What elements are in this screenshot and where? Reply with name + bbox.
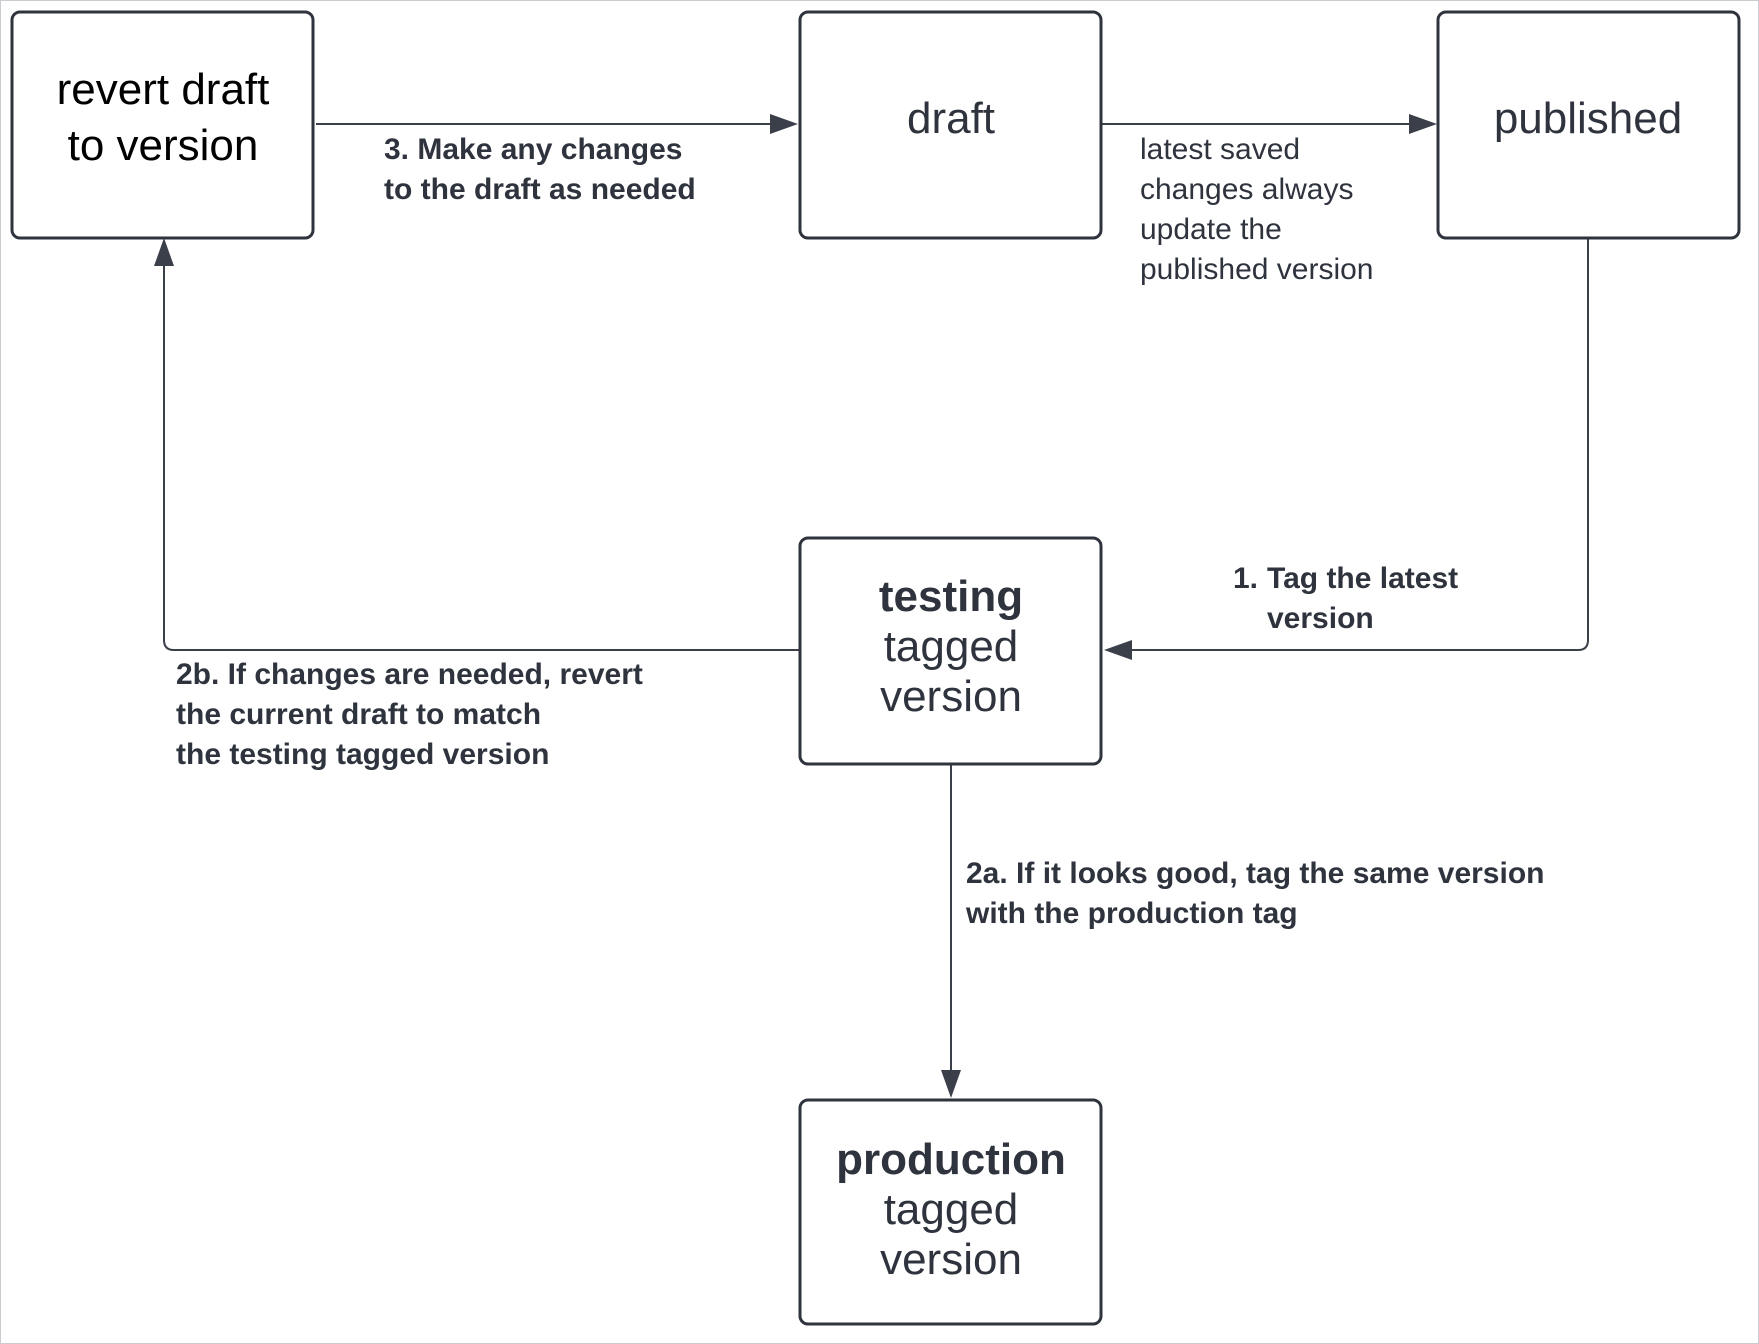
arrowhead-icon — [941, 1070, 961, 1098]
node-production[interactable]: production tagged version — [798, 1098, 1103, 1326]
label-latest-saved-line4: published version — [1140, 253, 1373, 286]
arrowhead-icon — [1104, 640, 1132, 660]
node-testing-line2: tagged — [884, 622, 1019, 671]
label-latest-saved-line3: update the — [1140, 213, 1282, 246]
label-revert-needed: 2b. If changes are needed, revert the cu… — [176, 658, 643, 771]
label-latest-saved-line2: changes always — [1140, 173, 1353, 206]
node-draft-label: draft — [907, 94, 995, 143]
node-box — [10, 10, 315, 240]
label-make-changes-line2: to the draft as needed — [384, 173, 696, 206]
arrowhead-icon — [1409, 114, 1437, 134]
label-tag-latest-line2: version — [1267, 602, 1374, 635]
node-testing-title: testing — [879, 572, 1023, 621]
node-revert-draft[interactable]: revert draft to version — [10, 10, 315, 240]
edge-line — [1130, 238, 1589, 651]
edge-testing-to-revert — [154, 238, 800, 651]
label-latest-saved: latest saved changes always update the p… — [1140, 133, 1373, 286]
label-tag-latest: 1. Tag the latest version — [1233, 562, 1458, 635]
node-production-line3: version — [880, 1235, 1022, 1284]
label-make-changes: 3. Make any changes to the draft as need… — [384, 133, 696, 206]
node-production-line2: tagged — [884, 1185, 1019, 1234]
arrowhead-icon — [770, 114, 798, 134]
node-testing[interactable]: testing tagged version — [798, 536, 1103, 766]
node-revert-line2: to version — [68, 121, 259, 170]
label-make-changes-line1: 3. Make any changes — [384, 133, 682, 166]
node-box — [798, 536, 1103, 766]
label-revert-needed-line2: the current draft to match — [176, 698, 541, 731]
edge-published-to-testing — [1104, 238, 1589, 660]
node-published[interactable]: published — [1436, 10, 1741, 240]
node-testing-line3: version — [880, 672, 1022, 721]
edge-testing-to-production — [941, 763, 961, 1098]
label-latest-saved-line1: latest saved — [1140, 133, 1300, 166]
label-tag-latest-line1: Tag the latest — [1267, 562, 1458, 595]
node-revert-line1: revert draft — [57, 65, 270, 114]
edge-line — [163, 262, 800, 651]
node-published-label: published — [1494, 94, 1682, 143]
label-revert-needed-line1: 2b. If changes are needed, revert — [176, 658, 643, 691]
edge-revert-to-draft — [316, 114, 798, 134]
node-draft[interactable]: draft — [798, 10, 1103, 240]
label-tag-latest-number: 1. — [1233, 562, 1258, 595]
node-box — [1436, 10, 1741, 240]
node-box — [798, 10, 1103, 240]
label-looks-good: 2a. If it looks good, tag the same versi… — [965, 857, 1544, 930]
label-looks-good-line2: with the production tag — [965, 897, 1298, 930]
label-revert-needed-line3: the testing tagged version — [176, 738, 549, 771]
label-looks-good-line1: 2a. If it looks good, tag the same versi… — [966, 857, 1544, 890]
node-box — [798, 1098, 1103, 1326]
edge-draft-to-published — [1102, 114, 1437, 134]
arrowhead-icon — [154, 238, 174, 266]
node-production-title: production — [836, 1135, 1066, 1184]
